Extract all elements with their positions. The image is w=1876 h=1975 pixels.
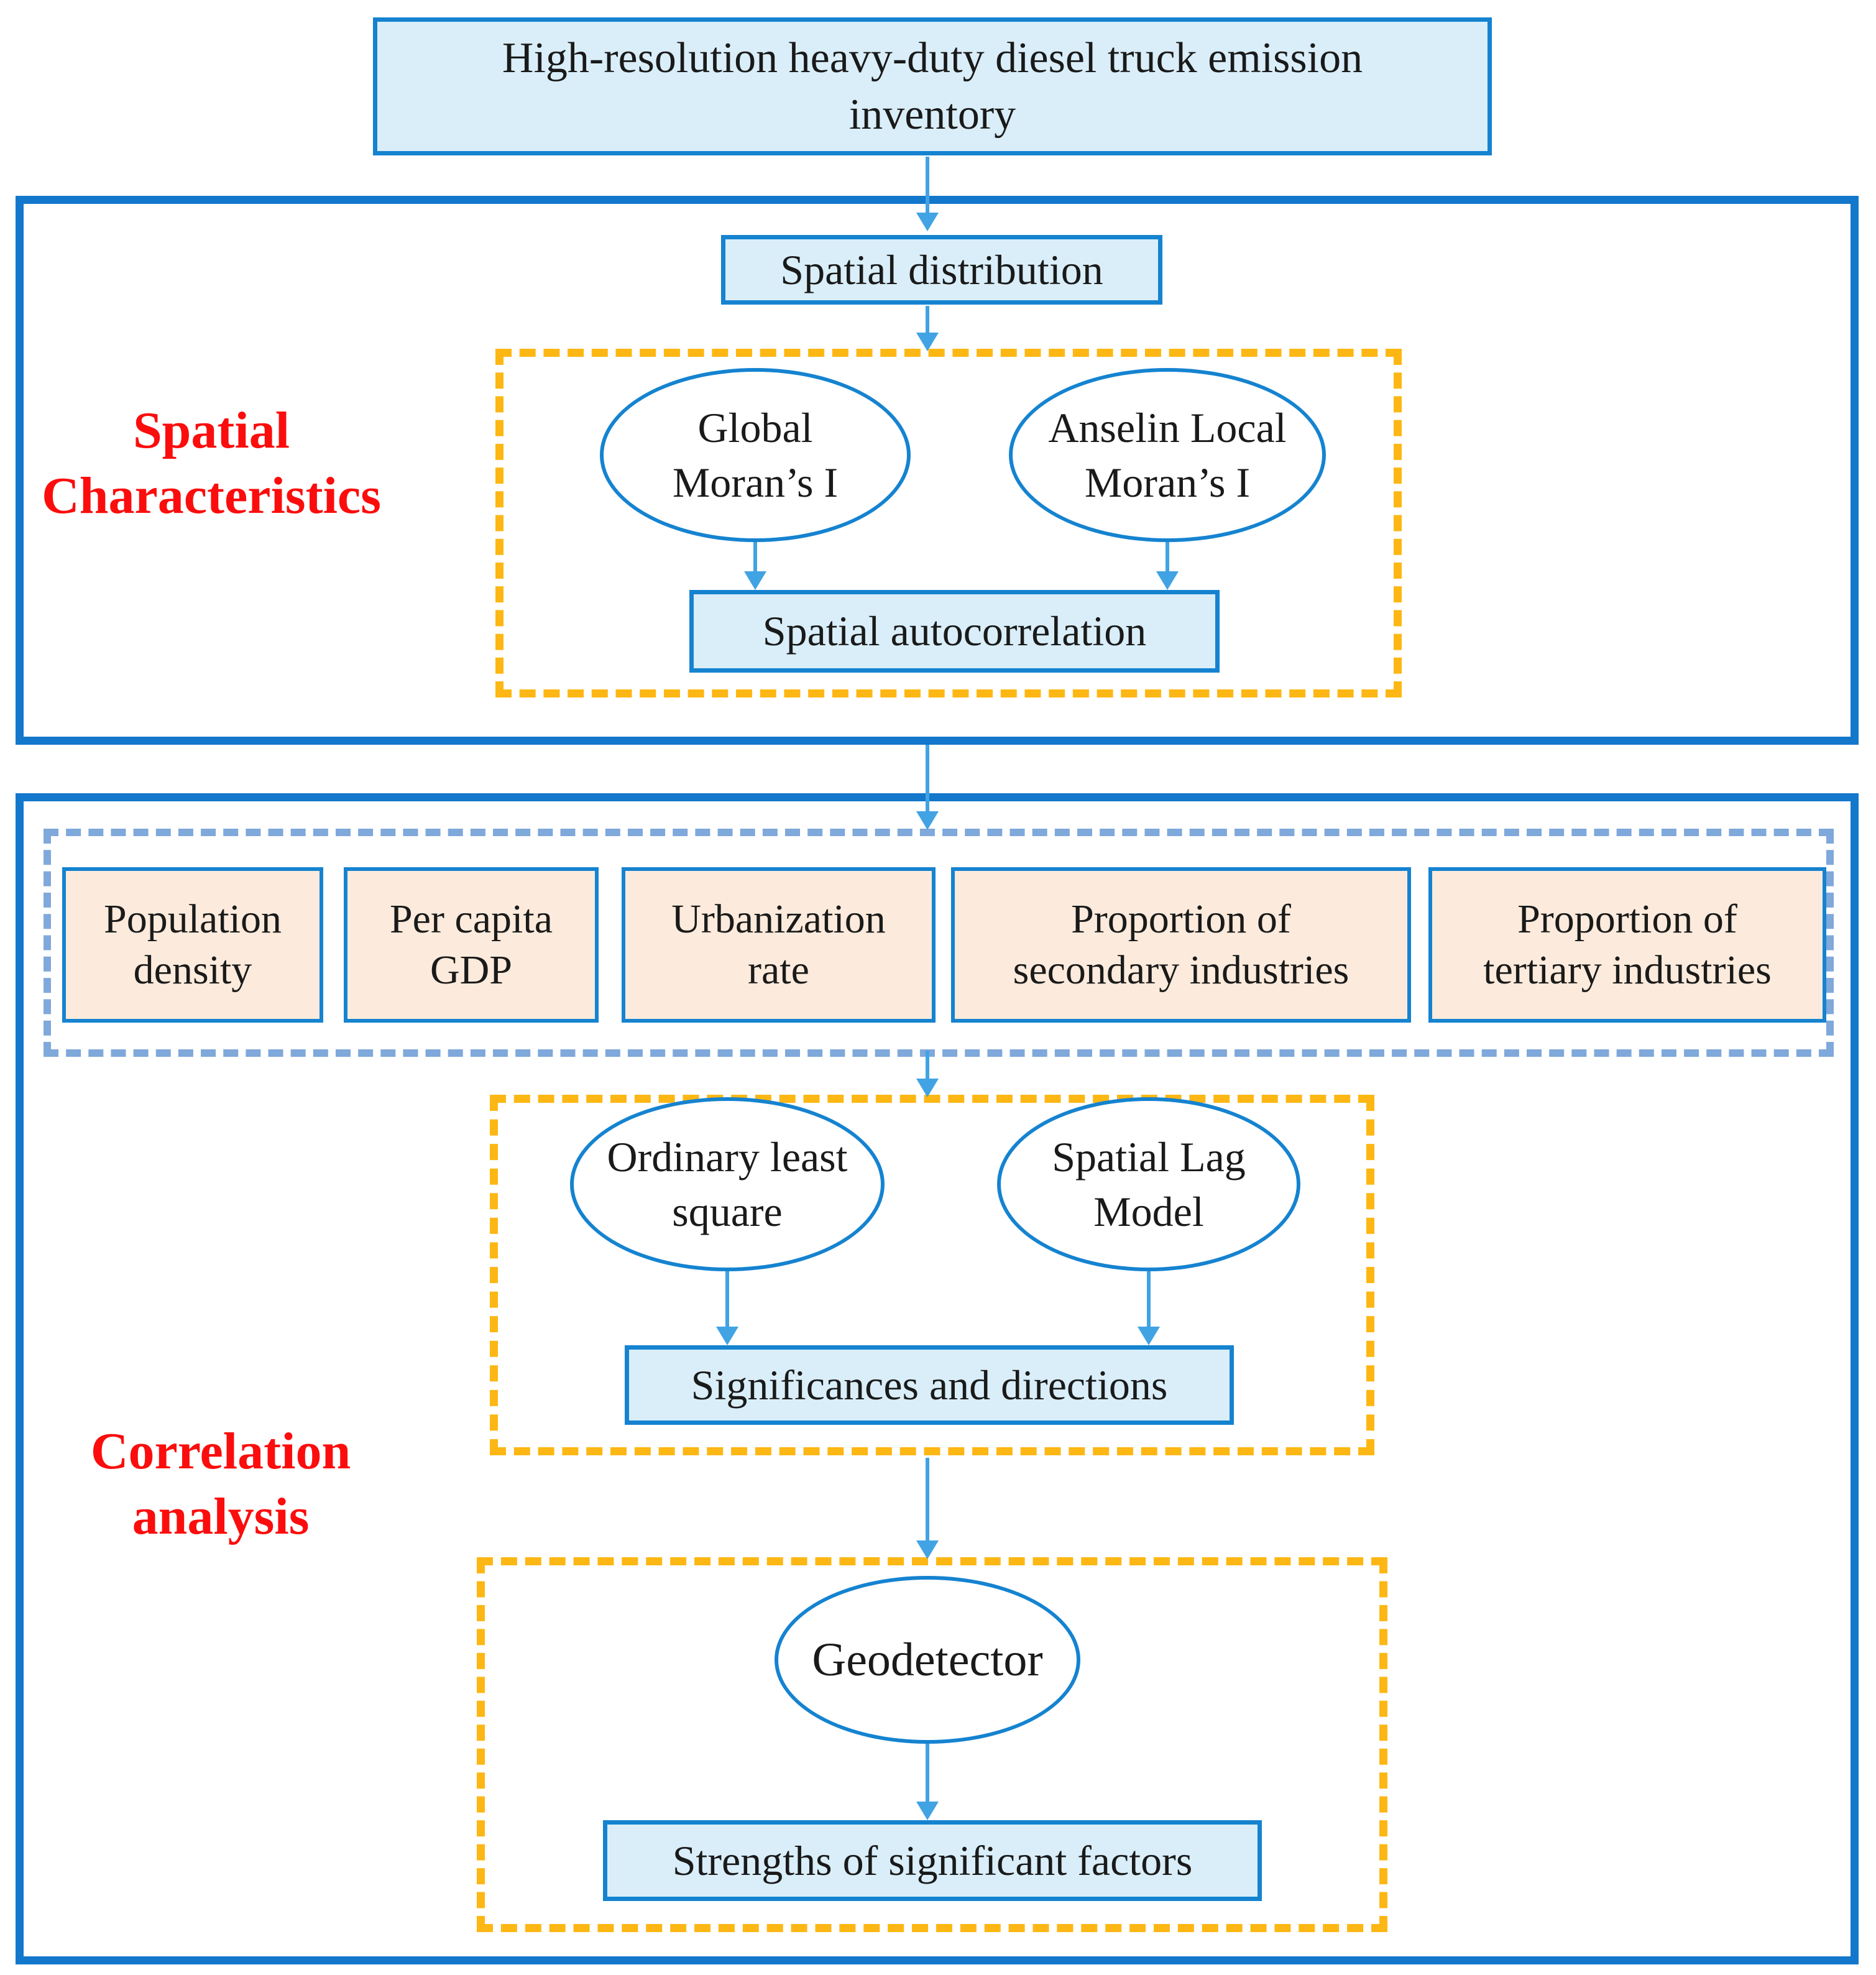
arrow-anselin-morans-to-autocorrelation [1156, 542, 1179, 590]
spatial-distribution-box: Spatial distribution [721, 235, 1162, 305]
correlation-analysis-label: Correlation analysis [90, 1422, 351, 1545]
ordinary-least-square-ellipse: Ordinary least square [570, 1097, 885, 1271]
arrow-section1-to-section2 [916, 745, 939, 830]
arrow-inventory-to-distribution [916, 157, 939, 231]
arrow-global-morans-to-autocorrelation [744, 542, 766, 590]
spatial-lag-model-ellipse: Spatial Lag Model [997, 1097, 1300, 1271]
anselin-local-morans-ellipse: Anselin Local Moran’s I [1009, 368, 1326, 542]
significances-directions-box: Significances and directions [625, 1345, 1234, 1425]
geodetector-dashed-group [477, 1557, 1387, 1932]
factor-tertiary-industries-box: Proportion of tertiary industries [1428, 867, 1826, 1023]
geodetector-ellipse: Geodetector [775, 1576, 1080, 1744]
spatial-characteristics-section-frame [16, 196, 1859, 745]
arrow-factors-to-regression-group [916, 1051, 939, 1097]
arrow-distribution-to-morans-group [916, 306, 939, 351]
factor-urbanization-rate-box: Urbanization rate [622, 867, 936, 1023]
factor-per-capita-gdp-box: Per capita GDP [344, 867, 599, 1023]
arrow-slm-to-significances [1138, 1271, 1160, 1345]
arrow-geodetector-to-strengths [916, 1744, 939, 1820]
emission-inventory-box: High-resolution heavy-duty diesel truck … [373, 17, 1492, 155]
factor-population-density-box: Population density [62, 867, 323, 1023]
regression-dashed-group [490, 1095, 1374, 1455]
spatial-characteristics-label: Spatial Characteristics [42, 402, 381, 525]
global-morans-ellipse: Global Moran’s I [600, 368, 911, 542]
strengths-significant-factors-box: Strengths of significant factors [603, 1820, 1262, 1901]
correlation-analysis-section-frame [16, 793, 1859, 1964]
arrow-ols-to-significances [716, 1271, 738, 1345]
factors-dashed-group [44, 829, 1834, 1057]
arrow-regression-to-geodetector-group [916, 1458, 939, 1559]
factor-secondary-industries-box: Proportion of secondary industries [951, 867, 1411, 1023]
spatial-autocorrelation-box: Spatial autocorrelation [689, 590, 1220, 673]
autocorrelation-dashed-group [495, 349, 1402, 697]
